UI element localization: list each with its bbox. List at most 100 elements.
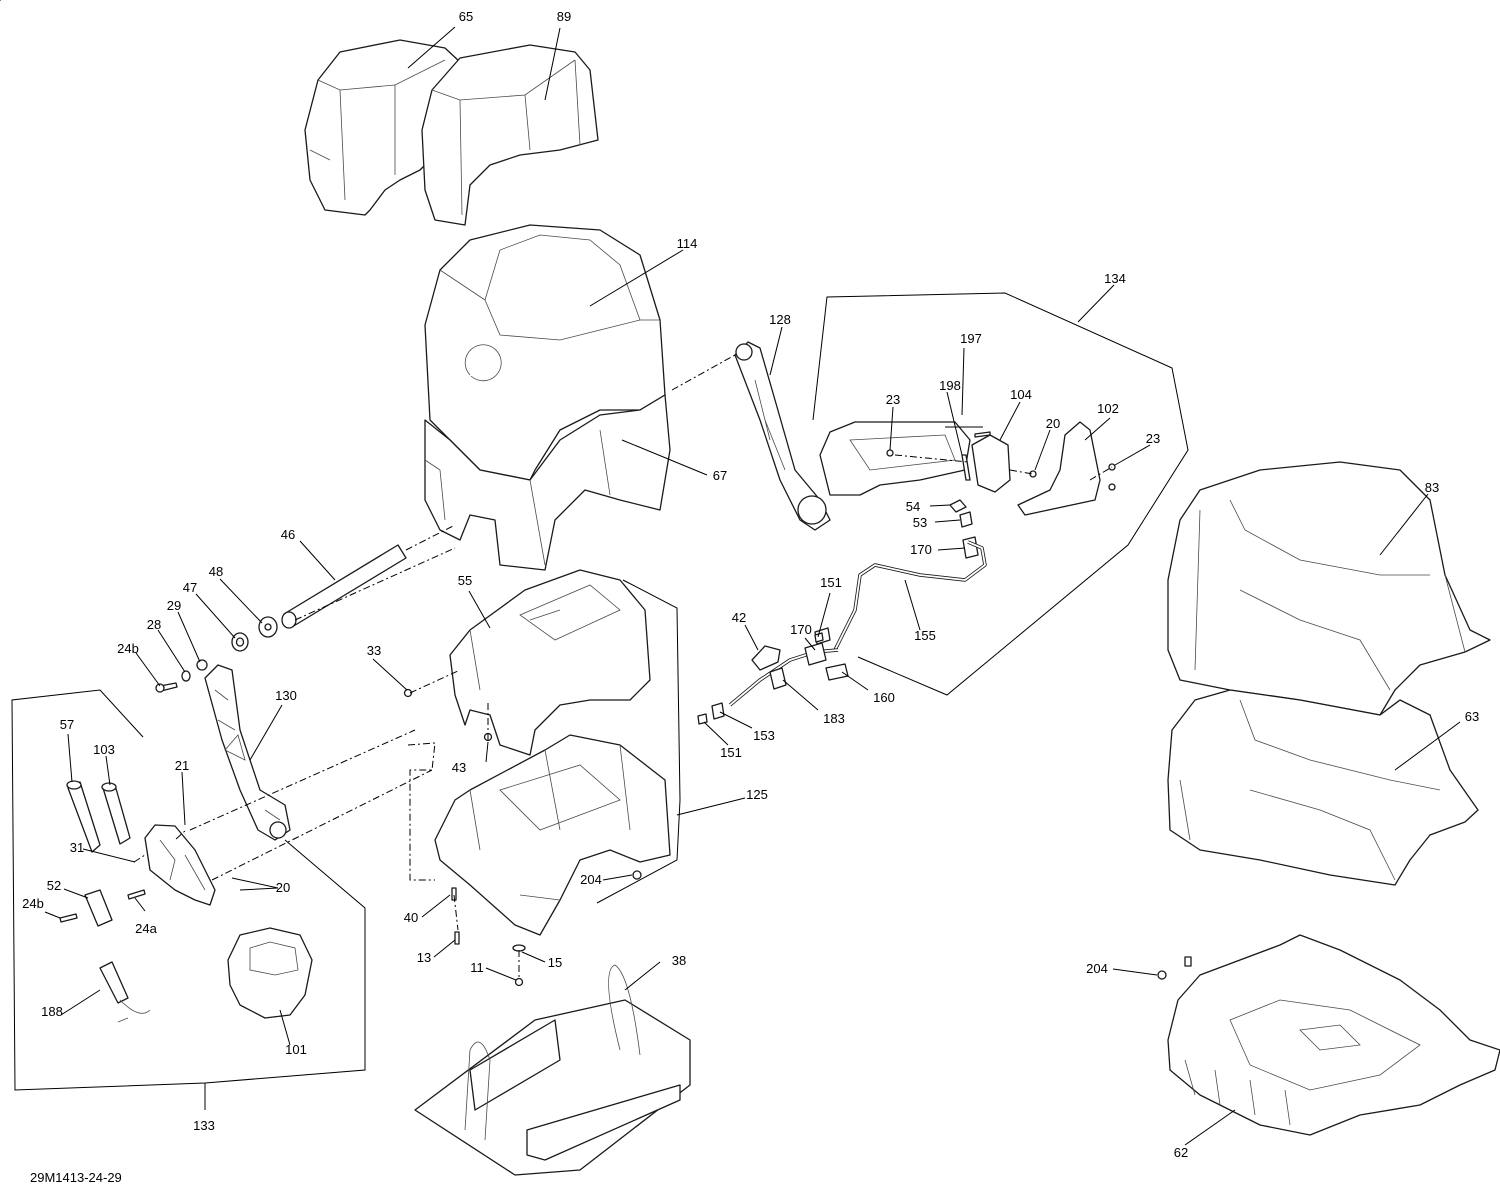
seat-cover-83 [1167, 461, 1491, 716]
terminal-151-upper [814, 632, 824, 643]
callout-62: 62 [1174, 1145, 1188, 1160]
nut-20-right [1029, 470, 1037, 478]
handle-frame [819, 421, 971, 496]
backrest-cover-89 [421, 44, 599, 226]
assembly-lines [133, 354, 1113, 980]
washer-29 [196, 659, 208, 671]
bushing-47 [231, 632, 249, 652]
callout-29: 29 [167, 598, 181, 613]
callout-20-left: 20 [276, 880, 290, 895]
screw-33 [403, 688, 413, 698]
rod-46 [281, 544, 407, 629]
harness-155 [833, 540, 987, 651]
nut-11 [514, 977, 524, 987]
callout-42: 42 [732, 610, 746, 625]
callout-55: 55 [458, 573, 472, 588]
backrest-cover-65 [304, 39, 461, 216]
grip-57 [66, 780, 101, 853]
screw-24b-lower [59, 913, 78, 923]
callout-28: 28 [147, 617, 161, 632]
harness-183 [728, 642, 839, 707]
callout-43: 43 [452, 760, 466, 775]
callout-53: 53 [913, 515, 927, 530]
drawing-code: 29M1413-24-29 [30, 1170, 122, 1185]
group-outline-133 [11, 689, 366, 1091]
callout-183: 183 [823, 711, 845, 726]
callout-48: 48 [209, 564, 223, 579]
callout-155: 155 [914, 628, 936, 643]
callout-204-right: 204 [1086, 961, 1108, 976]
leader-lines [0, 0, 1461, 1146]
callout-128: 128 [769, 312, 791, 327]
heating-element-188 [99, 961, 151, 1023]
connector-160 [825, 663, 849, 681]
screw-13 [454, 931, 460, 945]
callout-197: 197 [960, 331, 982, 346]
callout-54: 54 [906, 499, 920, 514]
callout-104: 104 [1010, 387, 1032, 402]
callout-101: 101 [285, 1042, 307, 1057]
callout-46: 46 [281, 527, 295, 542]
nut-204-right [1157, 956, 1192, 980]
callout-198: 198 [939, 378, 961, 393]
callout-11: 11 [470, 960, 484, 975]
callout-13: 13 [417, 950, 431, 965]
callout-15: 15 [548, 955, 562, 970]
callout-23-right: 23 [1146, 431, 1160, 446]
callout-151-lower: 151 [720, 745, 742, 760]
group-outline-125 [596, 579, 681, 904]
seat-pan-62 [1167, 934, 1500, 1136]
callout-153: 153 [753, 728, 775, 743]
foam-kit-38 [414, 964, 691, 1176]
callout-40: 40 [404, 910, 418, 925]
group-outline-134 [812, 292, 1189, 696]
callout-24b-upper: 24b [117, 641, 139, 656]
screw-24a [127, 889, 146, 900]
backrest-base-67 [424, 394, 671, 571]
callout-83: 83 [1425, 480, 1439, 495]
screw-23-left [886, 449, 894, 457]
callout-38: 38 [672, 953, 686, 968]
callout-20-right: 20 [1046, 416, 1060, 431]
connector-153 [711, 702, 725, 720]
screw-40 [451, 887, 457, 901]
callout-63: 63 [1465, 709, 1479, 724]
washer-28 [181, 670, 191, 682]
callout-23-left: 23 [886, 392, 900, 407]
callout-204-center: 204 [580, 872, 602, 887]
callout-47: 47 [183, 580, 197, 595]
seat-foam-63 [1167, 689, 1479, 886]
callout-170-upper: 170 [910, 542, 932, 557]
callout-130: 130 [275, 688, 297, 703]
callout-134: 134 [1104, 271, 1126, 286]
callout-52: 52 [47, 878, 61, 893]
callout-102: 102 [1097, 401, 1119, 416]
callout-133: 133 [193, 1118, 215, 1133]
callout-125: 125 [746, 787, 768, 802]
callout-170-lower: 170 [790, 622, 812, 637]
callout-57: 57 [60, 717, 74, 732]
terminal-151-lower [697, 713, 708, 725]
callout-103: 103 [93, 742, 115, 757]
grip-103 [101, 782, 131, 845]
callout-33: 33 [367, 643, 381, 658]
clip-54 [949, 499, 967, 513]
shim-198 [961, 454, 971, 481]
button-52 [84, 889, 113, 927]
cover-101 [227, 927, 313, 1019]
screw-24b-upper [155, 682, 178, 693]
callout-151-upper: 151 [820, 575, 842, 590]
callout-114: 114 [677, 236, 698, 251]
callout-24a: 24a [135, 921, 157, 936]
callout-67: 67 [713, 468, 727, 483]
handle-arm-128 [734, 341, 831, 531]
bracket-102 [1017, 421, 1101, 516]
seat-frame-125 [434, 734, 671, 936]
housing-104 [971, 434, 1011, 493]
grommet-42 [751, 645, 781, 671]
callout-21: 21 [175, 758, 189, 773]
callout-24b-lower: 24b [22, 896, 44, 911]
callout-31: 31 [70, 840, 84, 855]
